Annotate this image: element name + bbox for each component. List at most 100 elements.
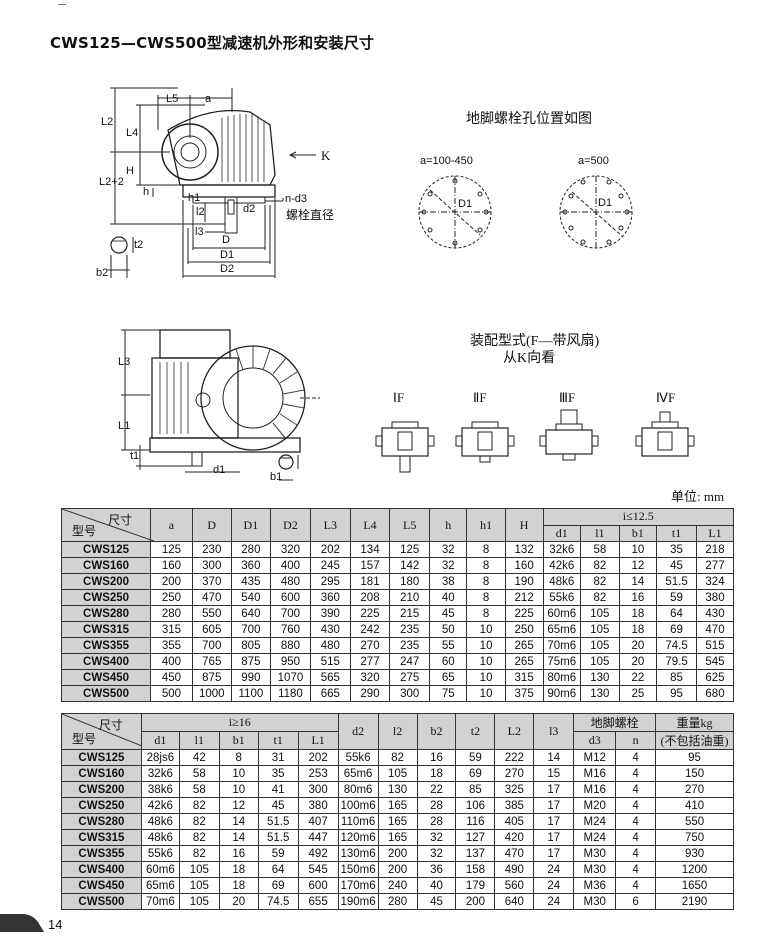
table-cell: 190 [504, 573, 544, 590]
assembly-form-1 [375, 421, 435, 473]
table-cell: 550 [191, 605, 232, 622]
table-cell: 74.5 [257, 893, 299, 910]
table-cell: 59 [257, 845, 299, 862]
view-K-label: K [321, 148, 331, 163]
table-cell: 480 [310, 637, 351, 654]
table-cell: 470 [696, 621, 734, 638]
table-cell: 24 [533, 877, 575, 894]
table-cell: 430 [310, 621, 351, 638]
table-cell: 565 [310, 669, 351, 686]
table-cell: 880 [269, 637, 312, 654]
table2-sub-t1: t1 [257, 731, 299, 750]
table-cell: 48k6 [140, 829, 180, 846]
table-cell: 105 [178, 861, 220, 878]
table-cell: 208 [349, 589, 391, 606]
table-cell: 380 [696, 589, 734, 606]
table-cell: 90m6 [542, 685, 582, 702]
table-cell: 190m6 [337, 893, 379, 910]
table-cell: 165 [377, 797, 418, 814]
table-cell: 18 [218, 861, 259, 878]
table-cell: 79.5 [656, 653, 697, 670]
table-cell: 160 [150, 557, 193, 574]
table-cell: 18 [618, 605, 658, 622]
dim-L2-plus-2: L2+2 [99, 176, 124, 188]
dim-b2: b2 [96, 267, 109, 279]
table-cell: 45 [416, 893, 457, 910]
table-cell: 160 [504, 557, 544, 574]
table-cell: 1100 [230, 685, 271, 702]
table1-header-L4: L4 [349, 508, 391, 542]
table-cell: 253 [297, 765, 339, 782]
table-cell: 10 [466, 653, 506, 670]
table-cell: 59 [656, 589, 697, 606]
table-cell: 35 [656, 541, 697, 558]
bolt-right-caption: a=500 [578, 155, 609, 167]
table-cell: 14 [218, 829, 259, 846]
table-cell: 1180 [269, 685, 312, 702]
table-cell: 38 [429, 573, 468, 590]
table-cell: 14 [218, 813, 259, 830]
table-cell: 18 [416, 765, 457, 782]
table-cell: 64 [257, 861, 299, 878]
table-cell: 515 [696, 637, 734, 654]
dim-n-d3: n-d3 [285, 193, 308, 205]
table-cell: 4 [615, 861, 657, 878]
table-cell: 82 [580, 589, 620, 606]
table-cell: 106 [455, 797, 496, 814]
table-cell: 270 [494, 765, 535, 782]
reducer-side-view [108, 87, 316, 278]
table-cell: 450 [150, 669, 193, 686]
table-cell: 170m6 [337, 877, 379, 894]
table-cell: 225 [349, 605, 391, 622]
model-cell: CWS315 [60, 621, 152, 638]
table-cell: 82 [178, 845, 220, 862]
table-cell: 212 [504, 589, 544, 606]
table-cell: 990 [230, 669, 271, 686]
dim-L2: L2 [101, 116, 114, 128]
table-cell: 200 [150, 573, 193, 590]
table2-sub-L1: L1 [297, 731, 339, 750]
table-cell: 375 [504, 685, 544, 702]
table-cell: 400 [150, 653, 193, 670]
table-cell: 32 [429, 557, 468, 574]
table-cell: 930 [655, 845, 734, 862]
table-cell: 750 [655, 829, 734, 846]
table-cell: 700 [191, 637, 232, 654]
model-cell: CWS160 [60, 557, 152, 574]
table-cell: 69 [656, 621, 697, 638]
bolt-pattern-right [559, 175, 633, 249]
bolt-right-d1: D1 [598, 197, 613, 209]
table-cell: 20 [618, 653, 658, 670]
table-cell: 320 [349, 669, 391, 686]
table-cell: 8 [466, 541, 506, 558]
table-cell: 4 [615, 829, 657, 846]
table-cell: 137 [455, 845, 496, 862]
table-cell: 405 [494, 813, 535, 830]
table-cell: 200 [377, 861, 418, 878]
table-cell: 65m6 [140, 877, 180, 894]
table-cell: 51.5 [257, 829, 299, 846]
table-cell: 105 [580, 653, 620, 670]
table-cell: 105 [377, 765, 418, 782]
table-cell: 60m6 [140, 861, 180, 878]
table-cell: 36 [416, 861, 457, 878]
table1-sub-L1: L1 [696, 524, 734, 542]
table-cell: 218 [696, 541, 734, 558]
table2-header-b2: b2 [416, 713, 457, 750]
table-cell: 640 [494, 893, 535, 910]
table-cell: 134 [349, 541, 391, 558]
table-cell: 295 [310, 573, 351, 590]
table-cell: 17 [533, 845, 575, 862]
table-cell: 8 [466, 605, 506, 622]
table-cell: 8 [218, 749, 259, 766]
table-cell: 95 [655, 749, 734, 766]
dim-l2: l2 [196, 206, 205, 218]
table-cell: 277 [349, 653, 391, 670]
table-cell: 40 [416, 877, 457, 894]
table-cell: 85 [656, 669, 697, 686]
model-cell: CWS355 [60, 637, 152, 654]
